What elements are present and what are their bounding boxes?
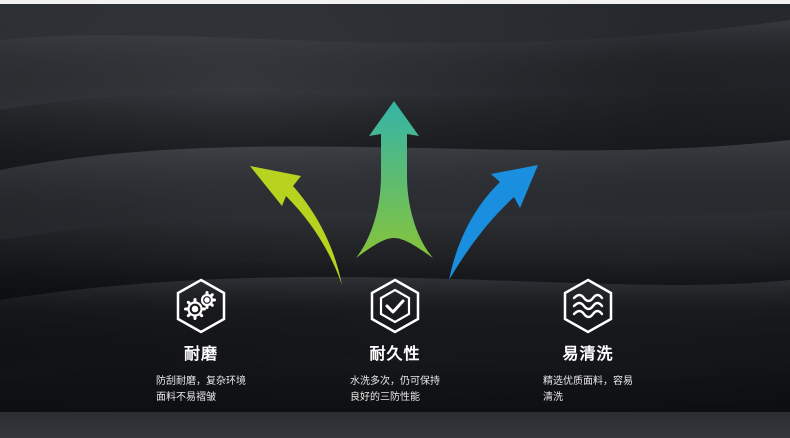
- feature-title: 耐久性: [369, 344, 421, 363]
- feature-description-line: 清洗: [543, 392, 563, 403]
- waves-hexagon-icon: [563, 278, 613, 334]
- feature-description-line: 水洗多次，仍可保持: [350, 376, 440, 387]
- feature-description-line: 面料不易褶皱: [156, 392, 216, 403]
- top-edge-strip: [0, 0, 790, 4]
- feature-description: 水洗多次，仍可保持 良好的三防性能: [350, 374, 440, 406]
- feature-title: 易清洗: [562, 344, 614, 363]
- feature-description-line: 防刮耐磨，复杂环境: [156, 376, 246, 387]
- feature-description-line: 精选优质面料，容易: [543, 376, 633, 387]
- feature-easy-clean: 易清洗 精选优质面料，容易 清洗: [503, 278, 673, 406]
- feature-long-lasting: 耐久性 水洗多次，仍可保持 良好的三防性能: [310, 278, 480, 406]
- gears-hexagon-icon: [176, 278, 226, 334]
- feature-overlay-band: [0, 262, 790, 414]
- left-arrow-icon: [250, 166, 342, 285]
- feature-description: 精选优质面料，容易 清洗: [543, 374, 633, 406]
- center-arrow-icon: [356, 101, 433, 258]
- feature-description: 防刮耐磨，复杂环境 面料不易褶皱: [156, 374, 246, 406]
- check-shield-hexagon-icon: [370, 278, 420, 334]
- feature-durable: 耐磨 防刮耐磨，复杂环境 面料不易褶皱: [116, 278, 286, 406]
- feature-title: 耐磨: [183, 344, 218, 363]
- bottom-edge-strip: [0, 412, 790, 438]
- right-arrow-icon: [449, 165, 538, 280]
- feature-description-line: 良好的三防性能: [350, 392, 420, 403]
